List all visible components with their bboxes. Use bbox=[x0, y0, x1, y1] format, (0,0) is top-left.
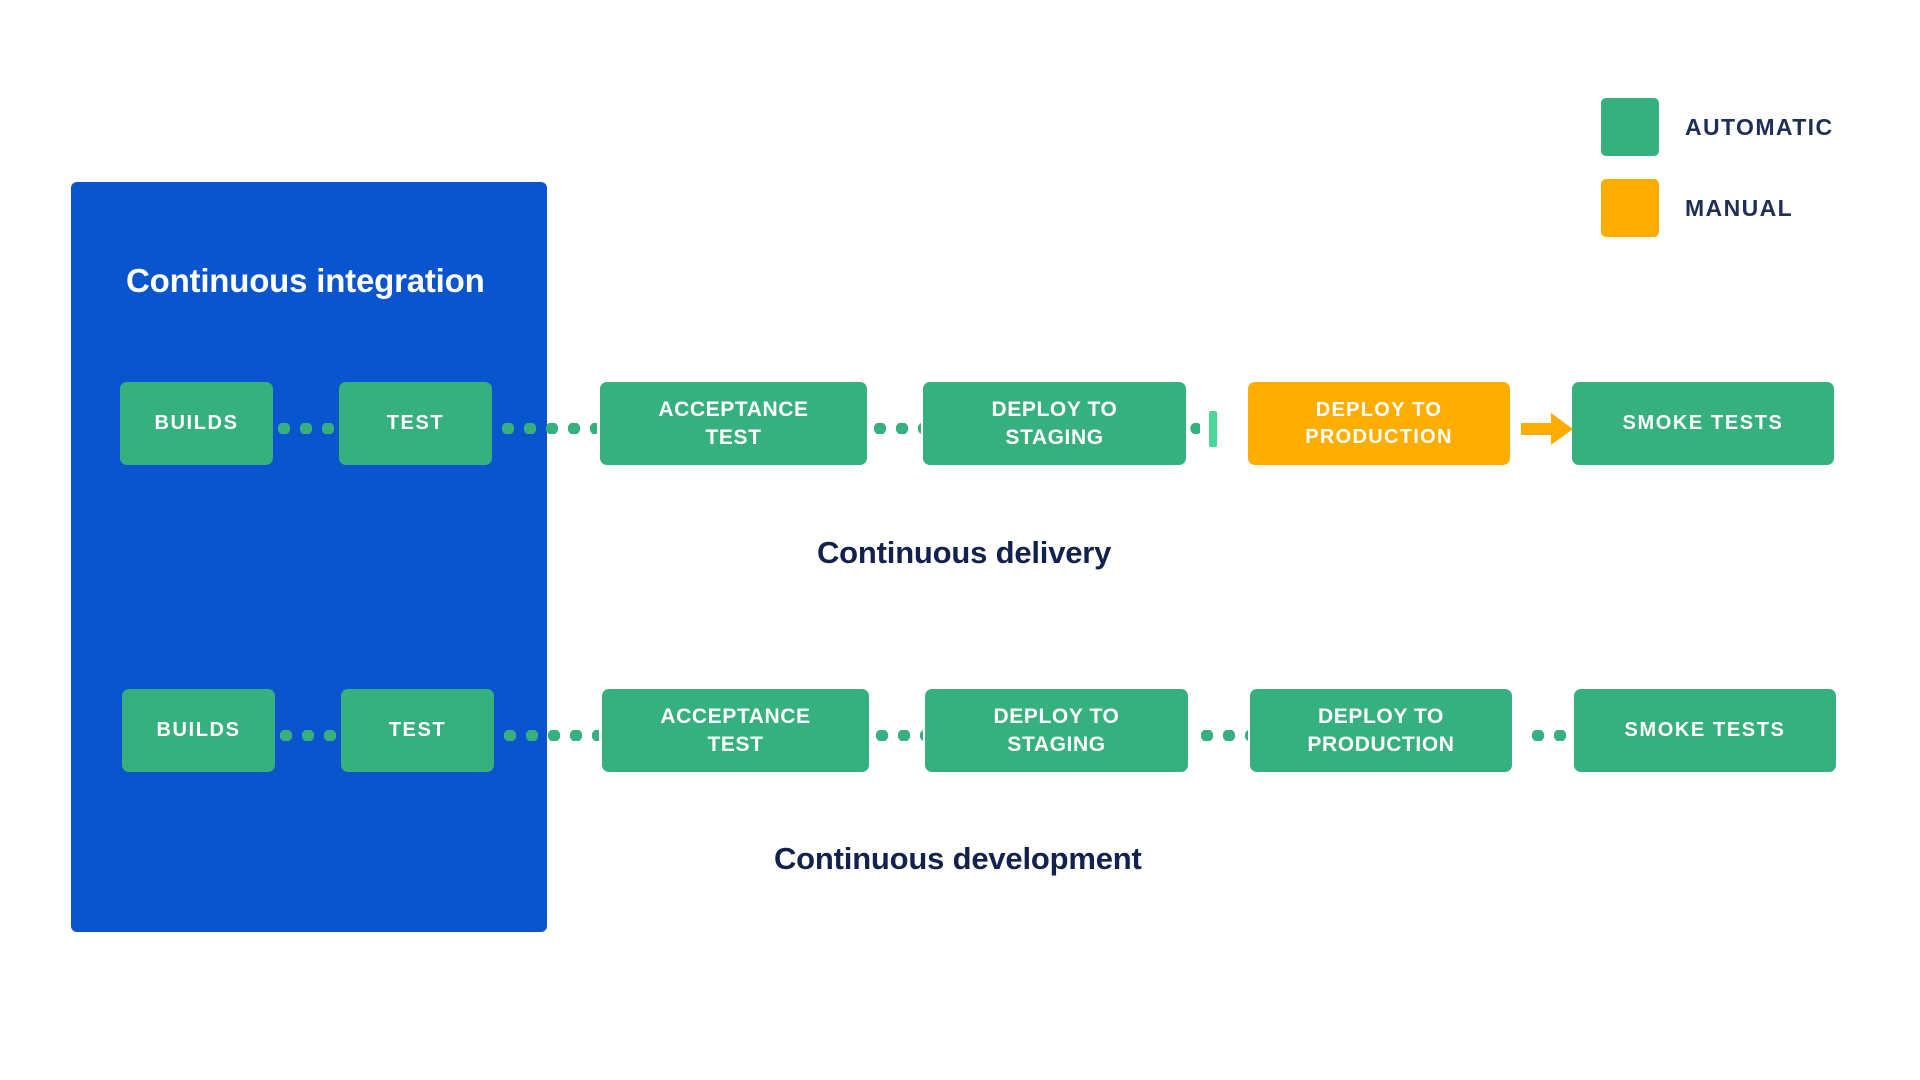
connector-row2-staging-to-production bbox=[1196, 730, 1248, 741]
connector-row1-test-to-acceptance bbox=[497, 423, 597, 434]
stage-label-line2: TEST bbox=[705, 425, 762, 449]
continuous-integration-panel bbox=[71, 182, 547, 932]
legend-swatch-manual-icon bbox=[1601, 179, 1659, 237]
legend-swatch-automatic-icon bbox=[1601, 98, 1659, 156]
stage-label-line1: DEPLOY TO bbox=[1318, 704, 1444, 728]
stage-row1-deploy-to-production[interactable]: DEPLOY TO PRODUCTION bbox=[1248, 382, 1510, 465]
stage-row2-acceptance-test[interactable]: ACCEPTANCE TEST bbox=[602, 689, 869, 772]
stage-label-line2: PRODUCTION bbox=[1305, 425, 1453, 448]
stage-label: SMOKE TESTS bbox=[1622, 412, 1784, 435]
caption-continuous-delivery: Continuous delivery bbox=[817, 535, 1112, 570]
stage-label-line1: DEPLOY TO bbox=[991, 397, 1118, 421]
stage-label: TEST bbox=[388, 719, 447, 742]
connector-tick-row1 bbox=[1209, 411, 1217, 447]
stage-row2-smoke-tests[interactable]: SMOKE TESTS bbox=[1574, 689, 1836, 772]
stage-label: TEST bbox=[386, 412, 445, 435]
legend-label-automatic: AUTOMATIC bbox=[1685, 114, 1834, 140]
connector-row1-staging-to-production bbox=[1186, 423, 1200, 434]
stage-label-line1: DEPLOY TO bbox=[1315, 399, 1443, 422]
stage-label: SMOKE TESTS bbox=[1624, 719, 1786, 742]
stage-row2-deploy-to-production[interactable]: DEPLOY TO PRODUCTION bbox=[1250, 689, 1512, 772]
stage-label-line2: STAGING bbox=[1007, 732, 1106, 756]
caption-continuous-development: Continuous development bbox=[774, 841, 1142, 876]
continuous-integration-title: Continuous integration bbox=[126, 262, 485, 299]
connector-row1-acceptance-to-staging bbox=[869, 423, 921, 434]
stage-row1-smoke-tests[interactable]: SMOKE TESTS bbox=[1572, 382, 1834, 465]
stage-row1-acceptance-test[interactable]: ACCEPTANCE TEST bbox=[600, 382, 867, 465]
stage-row2-test[interactable]: TEST bbox=[341, 689, 494, 772]
arrow-row1-production-to-smoke-tests bbox=[1521, 413, 1573, 445]
stage-row2-builds[interactable]: BUILDS bbox=[122, 689, 275, 772]
legend-label-manual: MANUAL bbox=[1685, 195, 1794, 221]
stage-label-line2: STAGING bbox=[1005, 425, 1104, 449]
stage-label: BUILDS bbox=[156, 719, 241, 742]
stage-label-line1: ACCEPTANCE bbox=[660, 704, 811, 728]
connector-row2-test-to-acceptance bbox=[499, 730, 599, 741]
connector-row2-acceptance-to-staging bbox=[871, 730, 923, 741]
stage-label-line1: ACCEPTANCE bbox=[658, 397, 809, 421]
stage-row1-deploy-to-staging[interactable]: DEPLOY TO STAGING bbox=[923, 382, 1186, 465]
stage-label-line1: DEPLOY TO bbox=[993, 704, 1120, 728]
stage-row1-test[interactable]: TEST bbox=[339, 382, 492, 465]
connector-row2-builds-to-test bbox=[275, 730, 346, 741]
stage-row1-builds[interactable]: BUILDS bbox=[120, 382, 273, 465]
stage-row2-deploy-to-staging[interactable]: DEPLOY TO STAGING bbox=[925, 689, 1188, 772]
stage-label: BUILDS bbox=[154, 412, 239, 435]
stage-label-line2: TEST bbox=[707, 732, 764, 756]
connector-row1-builds-to-test bbox=[273, 423, 344, 434]
connector-row2-production-to-smoke-tests bbox=[1527, 730, 1579, 741]
stage-label-line2: PRODUCTION bbox=[1307, 732, 1455, 756]
